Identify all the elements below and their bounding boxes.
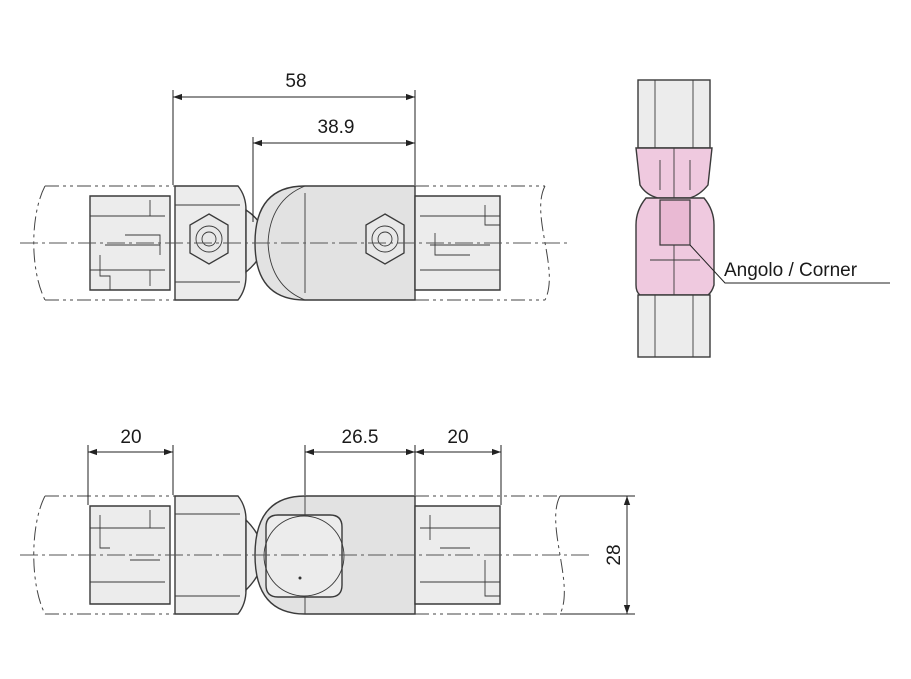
dim-label-20-right: 20 bbox=[447, 427, 468, 448]
callout-leader bbox=[689, 244, 890, 284]
upper-pipe bbox=[637, 79, 711, 149]
side-view: Angolo / Corner bbox=[635, 79, 890, 358]
dim-label-38-9: 38.9 bbox=[318, 117, 355, 138]
hex-bolt-left bbox=[189, 213, 229, 265]
square-socket bbox=[265, 514, 343, 598]
dim-label-58: 58 bbox=[285, 71, 306, 92]
top-view: 58 38.9 bbox=[20, 71, 570, 301]
dim-label-20-left: 20 bbox=[120, 427, 141, 448]
phantom-tube-bottom-left bbox=[33, 495, 175, 615]
dim-label-26-5: 26.5 bbox=[342, 427, 379, 448]
lower-pipe bbox=[637, 294, 711, 358]
callout-label: Angolo / Corner bbox=[724, 260, 858, 281]
hex-bolt-right bbox=[365, 213, 405, 265]
bottom-view: 20 26.5 20 28 bbox=[20, 427, 635, 615]
dim-label-28: 28 bbox=[604, 544, 625, 565]
